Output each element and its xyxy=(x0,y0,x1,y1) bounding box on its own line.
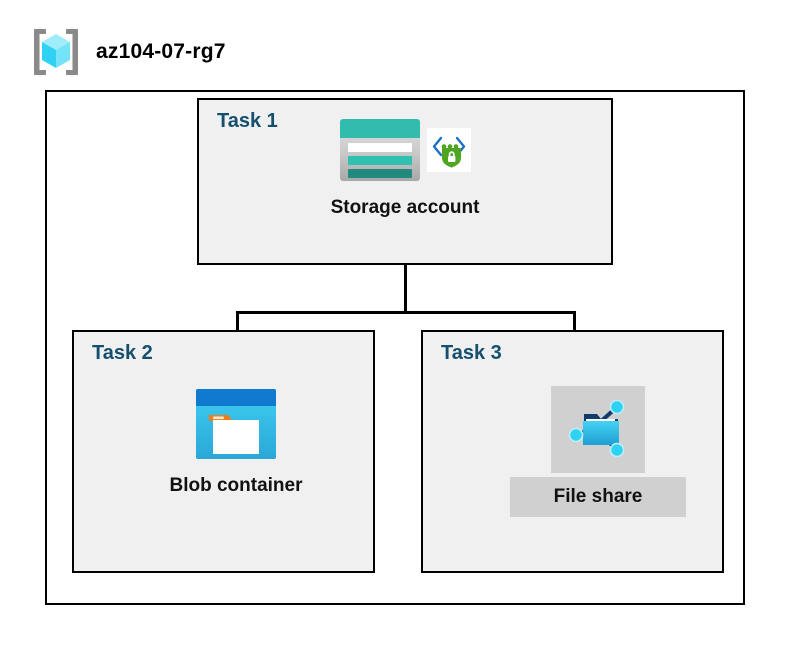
node-caption-storage-account: Storage account xyxy=(330,197,480,218)
blob-container-icon xyxy=(195,388,277,465)
blob-icon-plate xyxy=(195,388,277,465)
node-blob-container[interactable]: Blob container xyxy=(150,388,322,499)
task-label-3: Task 3 xyxy=(441,342,502,364)
storage-icon-row xyxy=(339,118,471,187)
task-label-2: Task 2 xyxy=(92,342,153,364)
connector-distribution-bus xyxy=(236,311,576,314)
node-caption-file-share: File share xyxy=(509,477,687,517)
node-file-share[interactable]: File share xyxy=(508,386,688,517)
file-share-icon xyxy=(565,394,631,465)
resource-group-icon xyxy=(30,26,82,78)
node-caption-blob-container: Blob container xyxy=(169,475,303,496)
resource-group-header: az104-07-rg7 xyxy=(30,26,226,78)
file-share-icon-plate xyxy=(551,386,645,473)
page-title: az104-07-rg7 xyxy=(96,40,226,63)
secure-endpoint-shield-icon xyxy=(427,128,471,177)
task-label-1: Task 1 xyxy=(217,110,278,132)
storage-account-icon xyxy=(339,118,421,187)
node-storage-account[interactable]: Storage account xyxy=(297,118,513,221)
